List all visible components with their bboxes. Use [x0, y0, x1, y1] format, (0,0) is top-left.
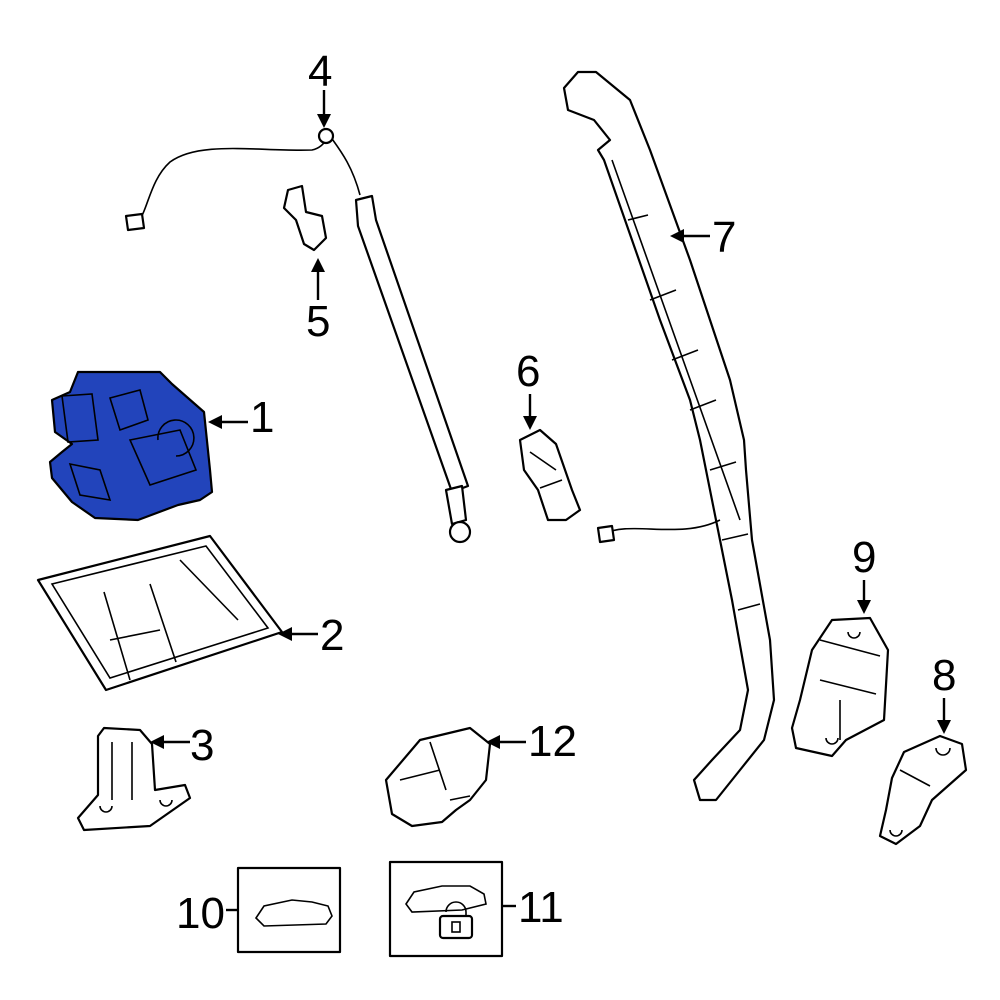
callout-9-label: 9	[852, 533, 876, 582]
callout-12: 12	[486, 717, 577, 766]
callout-5-label: 5	[306, 297, 330, 346]
latch-detail	[61, 389, 198, 502]
callout-4-label: 4	[308, 47, 332, 96]
part-4-strut[interactable]	[124, 127, 472, 544]
hinge8-detail	[889, 747, 951, 837]
trim-detail	[611, 159, 761, 611]
lock-icon	[438, 901, 474, 940]
callout-6: 6	[516, 347, 540, 430]
vehicle-liftgate-icon	[254, 899, 333, 927]
callout-6-label: 6	[516, 347, 540, 396]
part-5-bracket[interactable]	[282, 184, 328, 252]
hinge-outline	[518, 428, 582, 522]
part-3-striker[interactable]	[76, 726, 192, 832]
callout-7: 7	[670, 213, 736, 262]
callout-2: 2	[278, 611, 344, 660]
callout-5: 5	[306, 258, 330, 346]
part-7-trim-panel[interactable]	[562, 70, 776, 802]
callout-1-label: 1	[250, 393, 274, 442]
tray-inner	[50, 545, 270, 681]
callout-12-label: 12	[528, 717, 577, 766]
callout-10: 10	[176, 889, 238, 938]
callout-7-label: 7	[712, 213, 736, 262]
latch-body	[48, 370, 214, 522]
actuator-detail	[399, 741, 471, 801]
strut-harness	[137, 134, 361, 223]
callout-9: 9	[852, 533, 876, 614]
connector-plug	[124, 212, 146, 232]
hinge-detail	[529, 451, 563, 489]
trim-outline	[562, 70, 776, 802]
hinge9-detail	[819, 631, 881, 745]
callout-10-box[interactable]	[236, 866, 342, 954]
part-8-hinge-bracket[interactable]	[878, 734, 968, 846]
striker-detail	[99, 742, 173, 813]
callout-11-label: 11	[518, 883, 564, 932]
part-2-tray[interactable]	[36, 534, 284, 692]
strut-eye	[448, 520, 472, 544]
part-9-hinge-assembly[interactable]	[790, 616, 890, 758]
part-6-hinge[interactable]	[518, 428, 582, 522]
callout-4: 4	[308, 47, 332, 128]
striker-outline	[76, 726, 192, 832]
callout-10-label: 10	[176, 889, 225, 938]
trim-connector	[596, 524, 616, 544]
callout-1: 1	[208, 393, 274, 442]
callout-3: 3	[150, 721, 214, 770]
callout-3-label: 3	[190, 721, 214, 770]
part-1-latch[interactable]	[48, 370, 214, 522]
callout-2-label: 2	[320, 611, 344, 660]
vehicle-icon	[405, 885, 487, 913]
callout-11: 11	[502, 883, 564, 932]
strut-rod	[444, 484, 468, 526]
strut-body	[354, 194, 470, 494]
trim-harness	[603, 519, 721, 535]
actuator-outline	[384, 726, 492, 828]
hinge8-outline	[878, 734, 968, 846]
callout-8-label: 8	[932, 651, 956, 700]
callout-11-box[interactable]	[388, 860, 504, 958]
callout-8: 8	[932, 651, 956, 734]
bracket-outline	[282, 184, 328, 252]
part-12-actuator[interactable]	[384, 726, 492, 828]
harness-grommet	[317, 127, 335, 145]
box-10-frame	[236, 866, 342, 954]
